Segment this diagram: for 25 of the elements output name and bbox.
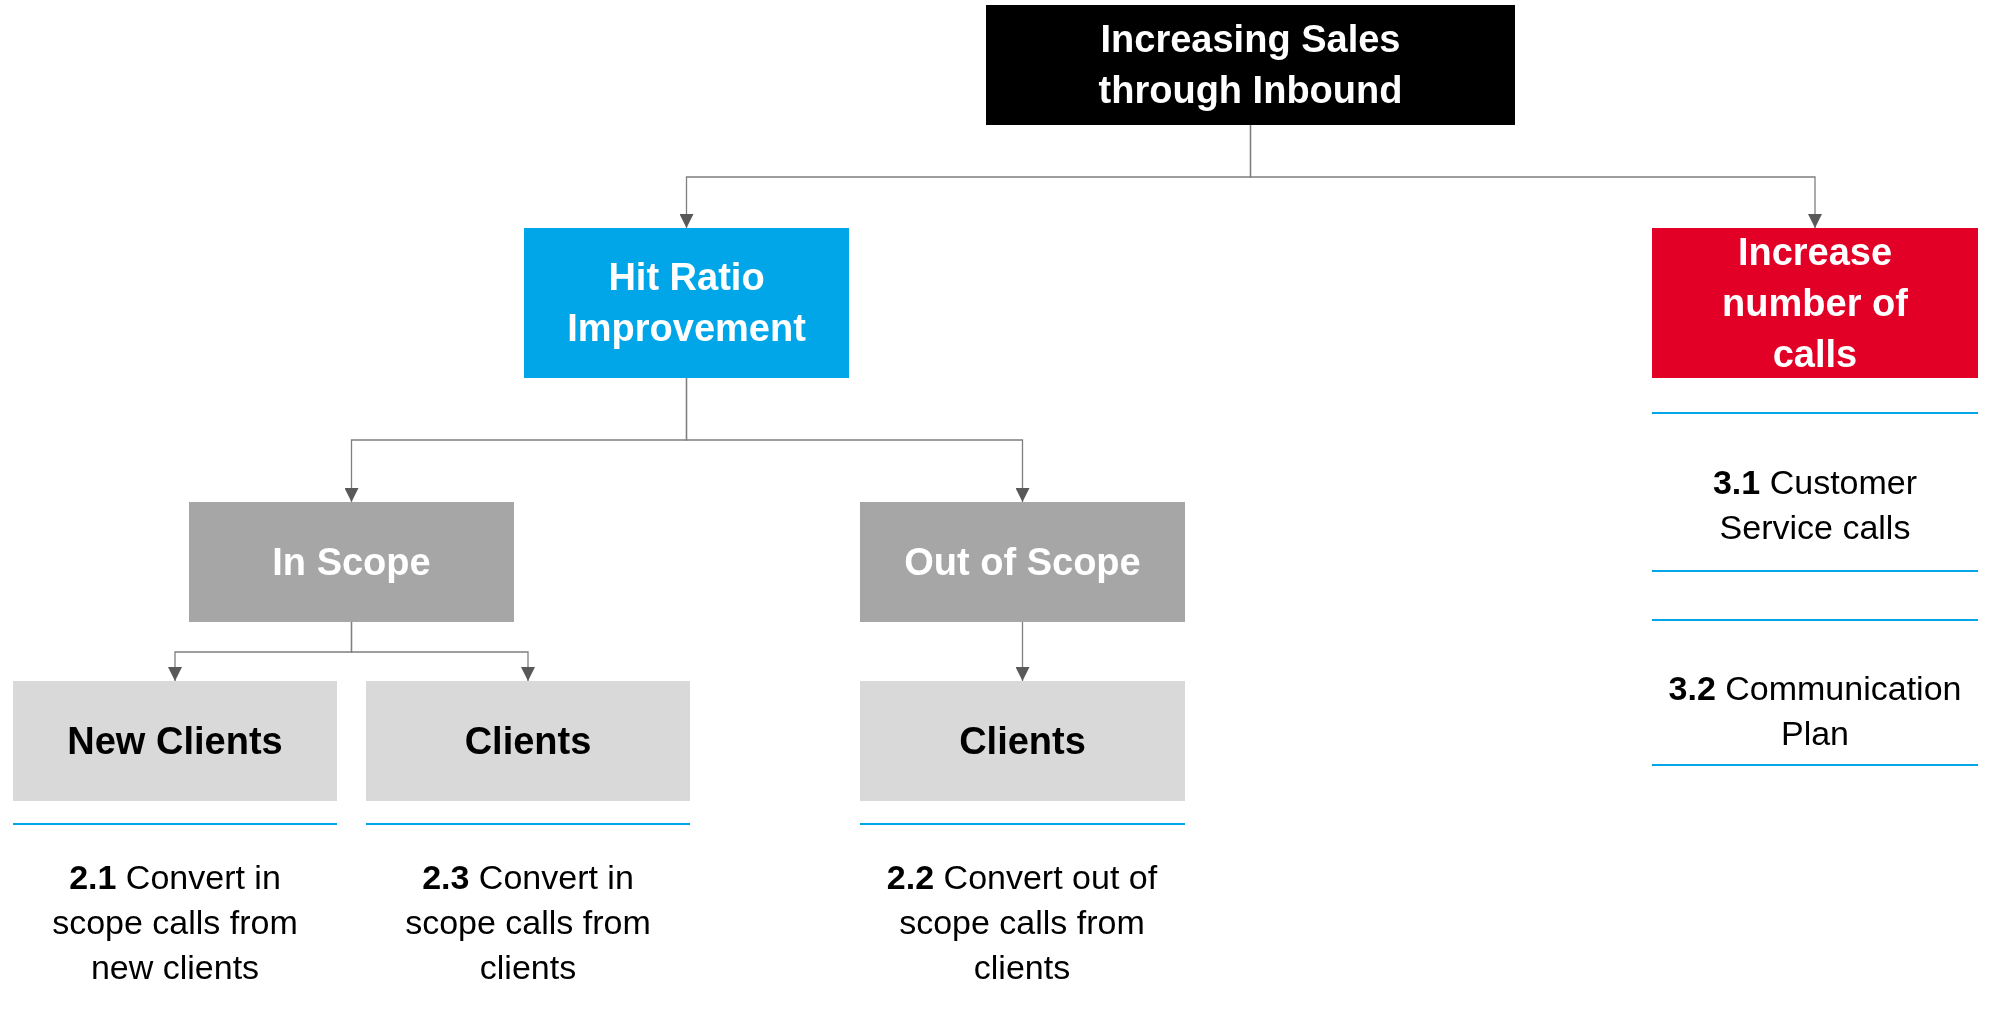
client-box — [860, 681, 1185, 801]
action-text: 3.1 Customer Service calls — [1711, 462, 1919, 548]
action-text: 3.2 Communication Plan — [1667, 668, 1963, 754]
box-label: Increasing Sales through Inbound — [1097, 17, 1404, 113]
box-label: In Scope — [272, 539, 431, 585]
category-box — [1652, 228, 1978, 378]
arrow — [1015, 621, 1030, 682]
arrow — [685, 377, 1030, 503]
scope-box — [860, 502, 1185, 622]
box-label: Out of Scope — [904, 539, 1141, 585]
client-box — [366, 681, 690, 801]
action-text: 2.2 Convert out of scope calls from clients — [885, 857, 1159, 988]
box-label: Increase number of calls — [1721, 229, 1909, 377]
box-label: Hit Ratio Improvement — [566, 255, 807, 351]
client-box — [13, 681, 337, 801]
title-box — [986, 5, 1515, 125]
box-label: Clients — [464, 718, 592, 764]
box-label: Clients — [959, 718, 1086, 764]
action-text: 2.3 Convert in scope calls from clients — [404, 857, 652, 988]
arrow — [350, 621, 535, 682]
arrow — [1249, 124, 1822, 229]
action-text: 2.1 Convert in scope calls from new clients — [51, 857, 299, 988]
scope-box — [189, 502, 514, 622]
box-label: New Clients — [67, 718, 283, 764]
category-box — [524, 228, 849, 378]
